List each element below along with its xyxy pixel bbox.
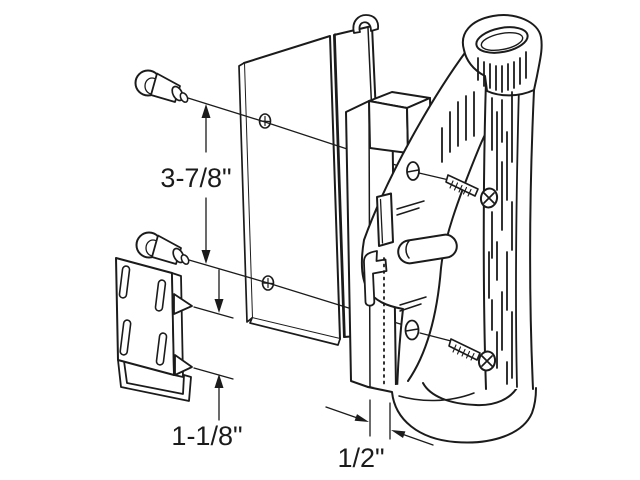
bracket-slot bbox=[155, 332, 168, 366]
dimension-latch-width bbox=[325, 399, 434, 446]
screw-hole-top bbox=[406, 161, 420, 181]
mounting-pin-bottom bbox=[135, 231, 190, 265]
dimension-screw-spacing bbox=[201, 104, 211, 264]
dimension-arrows bbox=[214, 299, 224, 388]
grip-hatching bbox=[441, 51, 527, 385]
bracket-tab-bottom bbox=[174, 354, 193, 376]
screw-hole-bottom bbox=[404, 319, 420, 341]
keeper-bracket bbox=[115, 257, 193, 402]
thumb-latch-lever bbox=[397, 233, 458, 265]
latch-hook bbox=[363, 250, 388, 307]
dimension-arrows bbox=[354, 414, 406, 438]
bracket-tab-top bbox=[173, 293, 193, 315]
line-art: 3-7/8" 1-1/8" 1/2" bbox=[115, 14, 543, 473]
clip-tab bbox=[352, 14, 379, 34]
dimension-arrows bbox=[201, 104, 211, 264]
dimension-keeper-height bbox=[193, 269, 234, 421]
sheen-marks-top bbox=[396, 200, 425, 216]
bracket-slot bbox=[119, 319, 132, 356]
bracket-slot bbox=[154, 279, 167, 312]
bracket-slot bbox=[118, 265, 131, 299]
dimension-label-screw-spacing: 3-7/8" bbox=[160, 163, 231, 193]
phillips-screw-top bbox=[418, 172, 499, 209]
mounting-pin-top bbox=[134, 69, 189, 103]
dimension-label-keeper-height: 1-1/8" bbox=[171, 421, 242, 451]
sheen-marks-bottom bbox=[399, 296, 427, 312]
handle-foot bbox=[367, 382, 537, 444]
handle-ring bbox=[461, 14, 543, 97]
latch-slot-opening bbox=[376, 192, 394, 247]
dimension-label-latch-width: 1/2" bbox=[337, 443, 384, 473]
phillips-screw-bottom bbox=[419, 332, 497, 372]
